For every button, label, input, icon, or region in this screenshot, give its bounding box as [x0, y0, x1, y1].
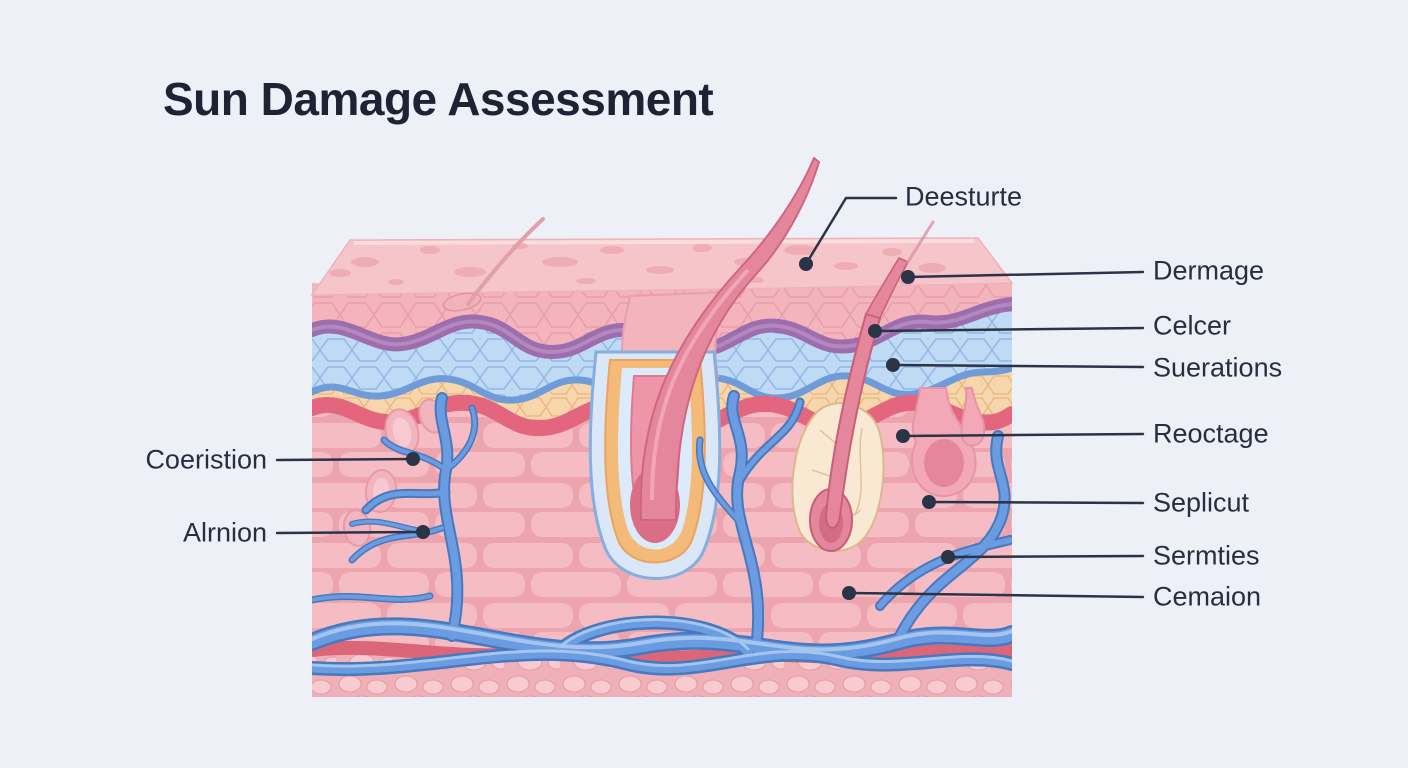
leader-celcer — [873, 326, 1145, 333]
top-face-spots — [329, 243, 946, 285]
leader-coeristion — [275, 457, 415, 462]
leader-deesturte — [804, 196, 898, 266]
lower-band — [312, 640, 1012, 665]
label-alrnion: Alrnion — [182, 517, 267, 548]
central-hair-shaft — [639, 157, 820, 521]
page-title: Sun Damage Assessment — [163, 73, 714, 125]
leader-lines — [275, 196, 1145, 599]
label-sermties: Sermties — [1153, 540, 1260, 571]
leader-reoctage — [901, 432, 1145, 438]
leader-suerations — [891, 363, 1145, 369]
label-suerations: Suerations — [1153, 352, 1283, 383]
label-cemaion: Cemaion — [1153, 581, 1262, 612]
small-hair — [442, 217, 545, 312]
label-deesturte: Deesturte — [905, 181, 1023, 212]
leader-dots — [406, 257, 955, 600]
leader-alrnion — [275, 530, 425, 535]
sweat-gland — [911, 387, 986, 498]
label-dermage: Dermage — [1153, 255, 1265, 286]
leader-cemaion — [847, 591, 1145, 599]
label-reoctage: Reoctage — [1153, 418, 1269, 449]
leader-dermage — [906, 270, 1145, 279]
label-celcer: Celcer — [1153, 310, 1232, 341]
right-hair-shaft — [825, 220, 935, 529]
leader-seplicut — [927, 500, 1145, 505]
blood-vessel-highlights — [312, 618, 1012, 668]
blood-vessels — [312, 392, 1012, 674]
label-coeristion: Coeristion — [145, 444, 267, 475]
leader-sermties — [946, 554, 1145, 559]
label-seplicut: Seplicut — [1153, 487, 1250, 518]
